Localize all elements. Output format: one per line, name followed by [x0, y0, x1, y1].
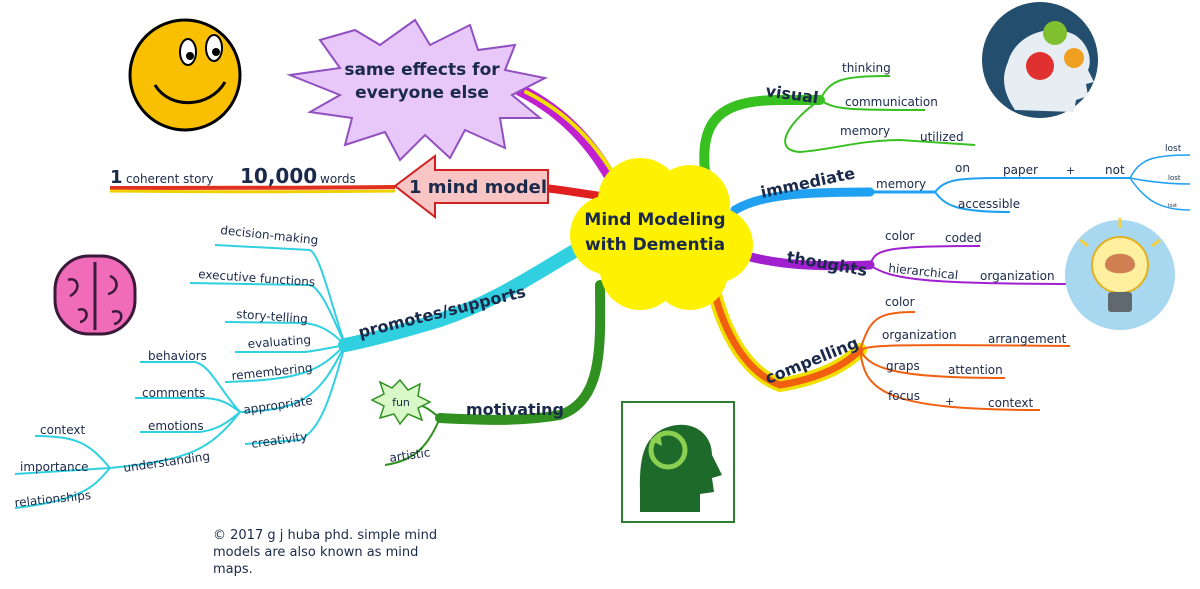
motivating-fun: fun	[392, 396, 410, 409]
compelling-attention: attention	[948, 363, 1003, 377]
compelling-arrangement: arrangement	[988, 332, 1067, 346]
starburst-line2: everyone else	[355, 83, 489, 103]
immediate-lost-3: lost	[1168, 203, 1177, 209]
head-refresh-icon	[621, 401, 735, 523]
immediate-memory: memory	[876, 177, 926, 191]
branch-immediate	[730, 187, 875, 215]
promotes-evaluating: evaluating	[247, 333, 311, 351]
branch-words-line-yellow	[109, 189, 396, 194]
branch-visual-thinking	[819, 75, 891, 101]
immediate-accessible: accessible	[958, 197, 1020, 211]
lightbulb-icon	[1065, 218, 1175, 330]
branch-thoughts-hier	[869, 264, 1081, 285]
promotes-importance: importance	[20, 460, 89, 474]
branch-same-effects-glow	[524, 90, 620, 184]
compelling-focus: focus	[888, 389, 920, 403]
thoughts-label: thoughts	[785, 247, 868, 280]
visual-memory: memory	[840, 124, 890, 138]
words-label: words	[320, 172, 356, 186]
number-one: 1	[110, 167, 123, 188]
immediate-lost-1: lost	[1165, 144, 1182, 154]
branch-compelling-org	[859, 344, 1071, 351]
central-cloud	[570, 158, 753, 310]
promotes-subbranches	[14, 244, 346, 509]
head-gears-icon	[982, 2, 1098, 118]
thoughts-organization: organization	[980, 269, 1055, 283]
coherent-story-label: coherent story	[126, 172, 213, 186]
visual-communication: communication	[845, 95, 938, 109]
branch-immediate-accessible	[934, 191, 1011, 213]
thoughts-color: color	[885, 229, 915, 243]
promotes-creativity: creativity	[250, 429, 308, 451]
mind-model-arrow-label: 1 mind model	[409, 177, 547, 198]
branch-words-line	[109, 185, 396, 190]
copyright-note: © 2017 g j huba phd. simple mind models …	[213, 528, 438, 577]
mind-model-arrow	[393, 154, 549, 220]
promotes-comments: comments	[142, 386, 205, 400]
branch-visual-communication	[819, 99, 926, 111]
compelling-plus: +	[945, 395, 954, 408]
promotes-executive: executive functions	[198, 267, 316, 289]
fun-starburst	[370, 378, 432, 426]
branch-promotes	[338, 238, 592, 352]
promotes-decision: decision-making	[220, 223, 319, 247]
branch-same-effects	[514, 84, 618, 186]
branch-lost-3	[1129, 177, 1191, 211]
promotes-story: story-telling	[236, 307, 309, 326]
promotes-understanding: understanding	[122, 449, 210, 475]
branch-motivating	[435, 280, 606, 425]
promotes-context: context	[40, 423, 86, 437]
compelling-organization: organization	[882, 328, 957, 342]
starburst-shape	[286, 18, 548, 162]
promotes-relationships: relationships	[14, 488, 92, 510]
visual-thinking: thinking	[842, 61, 891, 75]
branch-compelling-color	[859, 311, 916, 351]
visual-utilized: utilized	[920, 130, 964, 144]
motivating-label: motivating	[466, 400, 564, 419]
ten-thousand-label: 10,000	[240, 164, 317, 188]
branch-compelling-graps	[859, 349, 1006, 379]
motivating-artistic: artistic	[388, 445, 431, 465]
branch-visual-memory	[784, 99, 976, 154]
brain-icon	[53, 254, 137, 336]
immediate-on: on	[955, 161, 970, 175]
immediate-plus: +	[1066, 164, 1075, 177]
immediate-paper: paper	[1003, 163, 1038, 177]
branch-immediate-paper	[934, 177, 1130, 193]
branch-visual	[699, 95, 825, 177]
smiley-face-icon	[128, 18, 242, 132]
branch-motivating-artistic	[384, 417, 441, 466]
center-title-line1: Mind Modeling	[584, 210, 725, 230]
compelling-context: context	[988, 396, 1034, 410]
branch-compelling-focus	[859, 349, 1041, 411]
compelling-color: color	[885, 295, 915, 309]
thoughts-coded: coded	[945, 231, 982, 245]
promotes-emotions: emotions	[148, 419, 204, 433]
branch-thoughts-color	[869, 245, 981, 266]
starburst-line1: same effects for	[344, 60, 500, 80]
branch-compelling-core	[708, 278, 864, 389]
branch-lost-1	[1129, 154, 1191, 179]
compelling-graps: graps	[886, 359, 920, 373]
center-title-line2: with Dementia	[585, 235, 725, 255]
promotes-appropriate: appropriate	[242, 393, 313, 417]
immediate-lost-2: lost	[1168, 174, 1181, 182]
promotes-behaviors: behaviors	[148, 349, 207, 363]
promotes-label: promotes/supports	[356, 282, 527, 342]
branch-lost-2	[1129, 177, 1191, 185]
immediate-not: not	[1105, 163, 1125, 177]
